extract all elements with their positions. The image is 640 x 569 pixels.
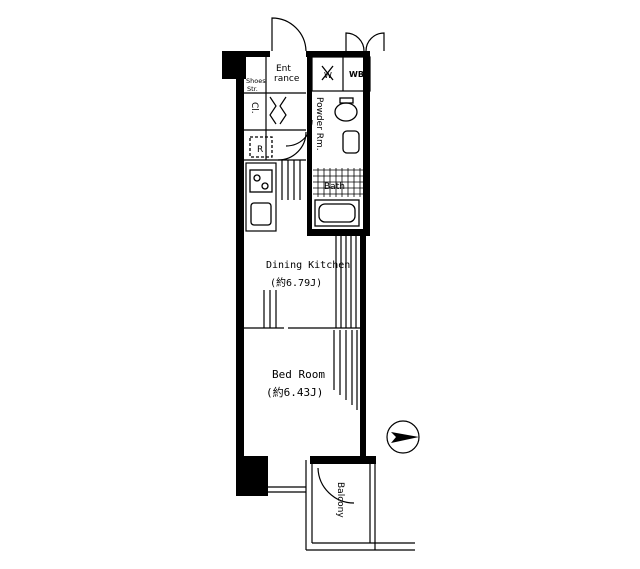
wash-basin-label: WB: [349, 70, 364, 79]
bed-room-area: (約6.43J): [266, 385, 323, 399]
room-labels: Ent rance Shoes Str. Cl. R W WB Powder R…: [246, 64, 364, 518]
fixtures: [249, 65, 363, 227]
powder-room-door: [285, 119, 313, 147]
closet-label: Cl.: [249, 102, 259, 114]
refrigerator-label: R: [257, 145, 263, 155]
bath-label: Bath: [324, 182, 345, 192]
balcony-door: [317, 467, 355, 504]
toilet-icon: [334, 97, 358, 122]
entrance-label-2: rance: [274, 74, 300, 84]
refrigerator-icon: [249, 136, 273, 158]
washer-icon: [321, 65, 334, 81]
entrance-door: [271, 17, 307, 52]
shoes-storage-label-2: Str.: [247, 85, 258, 93]
doors: [269, 17, 385, 504]
bath-floor-grid: [313, 168, 363, 197]
interior-lines: [244, 56, 415, 551]
top-double-door: [345, 32, 385, 52]
north-arrow-icon: [386, 420, 420, 454]
dining-kitchen-area: (約6.79J): [270, 276, 322, 289]
powder-room-label: Powder Rm.: [314, 97, 324, 151]
balcony-label: Balcony: [335, 482, 345, 518]
wash-basin-icon: [342, 130, 360, 154]
bed-room-name: Bed Room: [272, 368, 325, 381]
bathtub-icon: [314, 199, 360, 227]
washer-label: W: [324, 71, 332, 80]
stove-icon: [249, 169, 273, 193]
shoes-storage-label-1: Shoes: [246, 77, 266, 85]
dining-kitchen-name: Dining Kitchen: [266, 260, 350, 271]
sink-icon: [250, 202, 272, 226]
outer-walls: [222, 51, 376, 496]
entrance-label-1: Ent: [276, 64, 291, 74]
